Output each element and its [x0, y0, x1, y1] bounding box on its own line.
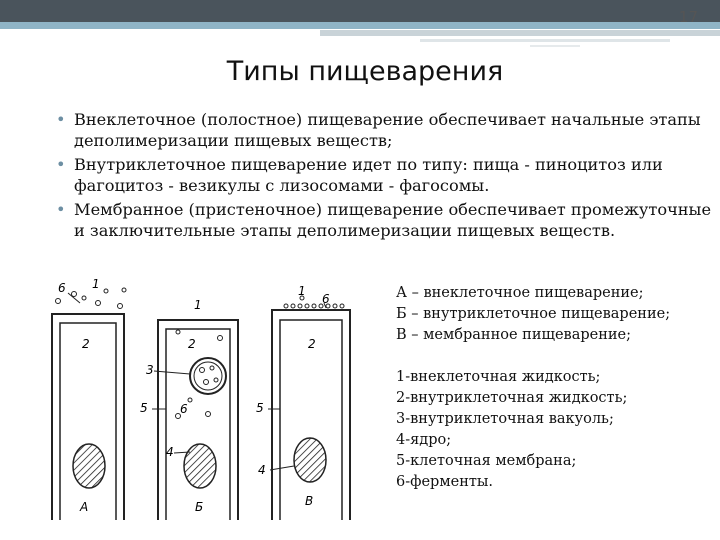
cell-a: 6 1 2 А: [51, 277, 127, 520]
legend-line: 3-внутриклеточная вакуоль;: [396, 411, 614, 427]
fig-number: 5: [256, 401, 264, 415]
fig-number: 4: [258, 463, 266, 477]
top-bar: [0, 0, 720, 22]
legend-line: В – мембранное пищеварение;: [396, 327, 632, 343]
digestion-diagram: 6 1 2 А 1 2 3 5 6 4 Б: [51, 277, 351, 520]
legend-line: 1-внеклеточная жидкость;: [396, 369, 601, 385]
legend-line: 4-ядро;: [396, 432, 452, 448]
bullet-text: Мембранное (пристеночное) пищеварение об…: [74, 200, 712, 240]
fig-number: 2: [308, 337, 316, 351]
bullet-item: • Мембранное (пристеночное) пищеварение о…: [52, 199, 712, 241]
fig-number: 3: [146, 363, 154, 377]
bullet-icon: •: [56, 110, 66, 129]
bullet-text: Внеклеточное (полостное) пищеварение обе…: [74, 110, 701, 150]
top-bar-accent: [0, 22, 720, 29]
fig-number: 6: [322, 292, 330, 306]
fig-number: 6: [180, 402, 188, 416]
cell-label: А: [79, 500, 88, 514]
fig-number: 6: [58, 281, 66, 295]
legend-line: А – внеклеточное пищеварение;: [396, 285, 644, 301]
fig-number: 1: [194, 298, 202, 312]
cell-c: 1 6 2 5 4 В: [256, 284, 351, 520]
fig-number: 2: [188, 337, 196, 351]
legend: А – внеклеточное пищеварение; Б – внутри…: [396, 283, 670, 493]
cell-label: В: [305, 494, 313, 508]
slide-title: Типы пищеварения: [226, 56, 504, 87]
fig-number: 2: [82, 337, 90, 351]
legend-line: 6-ферменты.: [396, 474, 494, 490]
legend-line: Б – внутриклеточное пищеварение;: [396, 306, 671, 322]
decor-stripe: [320, 30, 720, 36]
fig-number: 1: [92, 277, 100, 291]
bullet-icon: •: [56, 200, 66, 219]
bullet-text: Внутриклеточное пищеварение идет по типу…: [74, 155, 663, 195]
legend-line: 2-внутриклеточная жидкость;: [396, 390, 628, 406]
legend-line: 5-клеточная мембрана;: [396, 453, 577, 469]
decor-stripe: [530, 45, 580, 47]
cell-b: 1 2 3 5 6 4 Б: [140, 298, 239, 520]
fig-number: 4: [166, 445, 174, 459]
bullet-list: • Внеклеточное (полостное) пищеварение об…: [52, 109, 712, 244]
nucleus: [72, 443, 106, 489]
fig-number: 1: [298, 284, 306, 298]
nucleus: [293, 437, 327, 483]
bullet-item: • Внеклеточное (полостное) пищеварение об…: [52, 109, 712, 151]
bullet-item: • Внутриклеточное пищеварение идет по тип…: [52, 154, 712, 196]
decor-stripe: [420, 39, 670, 42]
cell-label: Б: [195, 500, 203, 514]
page-number: 17: [678, 8, 698, 26]
fig-number: 5: [140, 401, 148, 415]
nucleus: [183, 443, 217, 489]
legend-gap: [396, 346, 670, 367]
bullet-icon: •: [56, 155, 66, 174]
vacuole: [189, 357, 227, 395]
